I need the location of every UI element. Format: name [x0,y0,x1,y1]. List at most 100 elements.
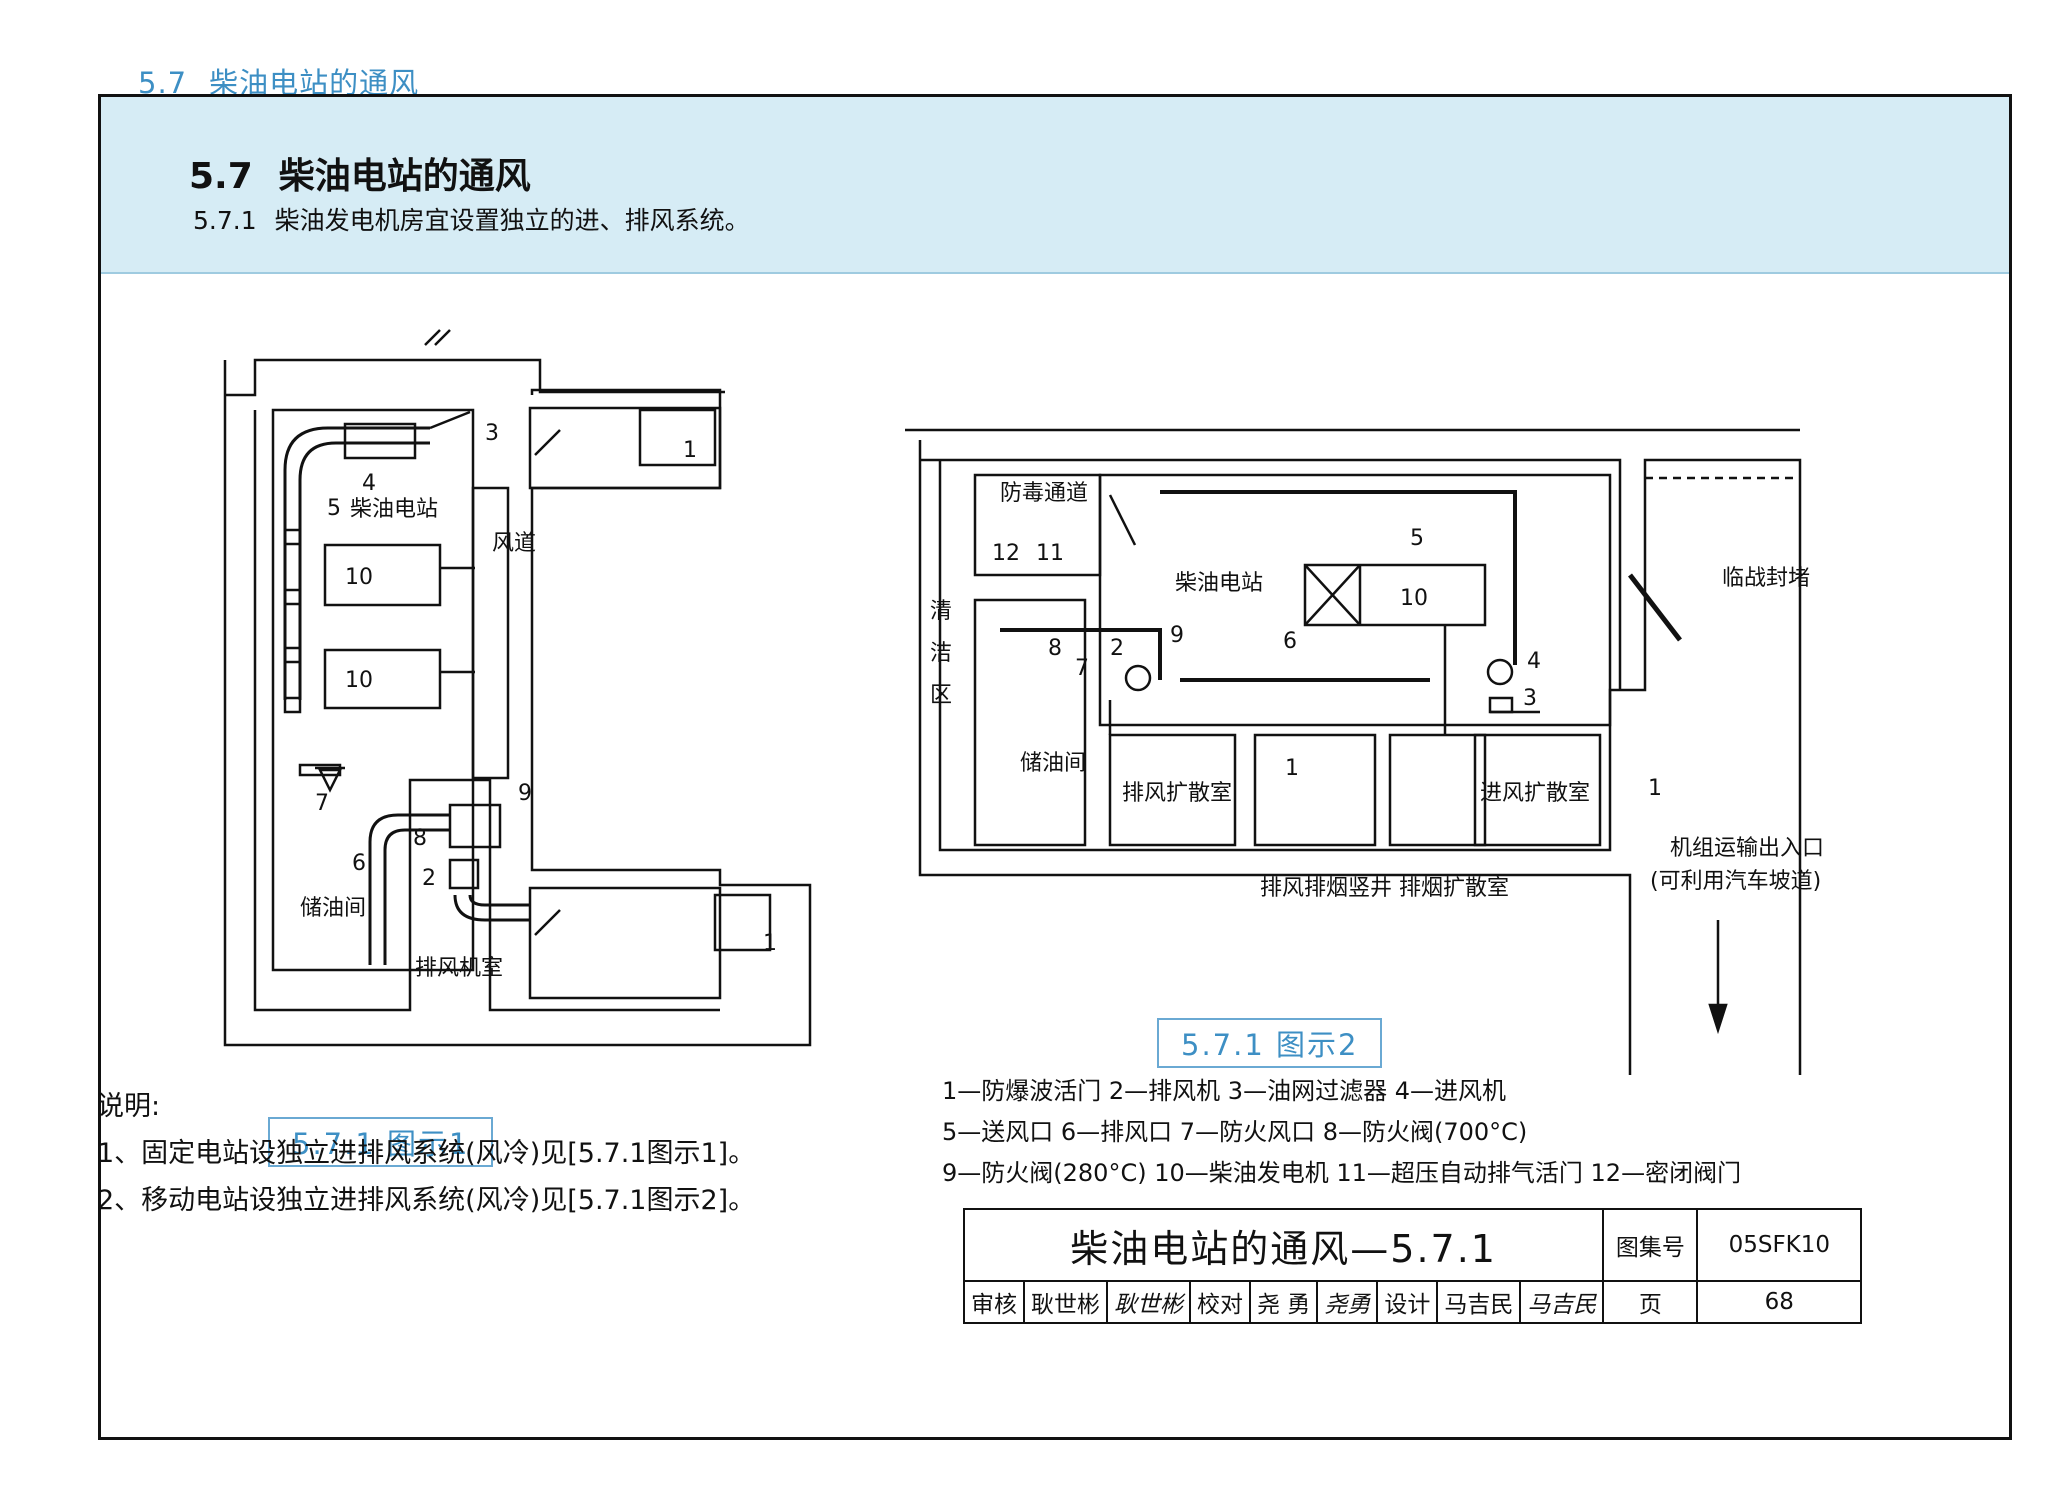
door-1a [534,429,561,456]
fig2-label: 6 [1283,629,1297,654]
section-title-text: 柴油电站的通风 [278,156,531,197]
fig1-label: 10 [345,565,373,590]
note-item: 1、固定电站设独立进排风系统(风冷)见[5.7.1图示1]。 [97,1138,756,1169]
clause-number: 5.7.1 [193,206,257,235]
fig1-label: 4 [362,471,376,496]
gen-a [323,543,442,607]
oil-room [973,598,1087,847]
fig2-wall [918,440,1632,1075]
fan-4 [1486,658,1514,686]
atlas-number: 05SFK10 [1696,1208,1863,1282]
fig2-label: 储油间 [1020,751,1086,776]
blast-valve-b [713,893,772,952]
fig1-label: 5 [327,496,341,521]
fig2-label: 清 [930,599,952,624]
note-item: 2、移动电站设独立进排风系统(风冷)见[5.7.1图示2]。 [97,1185,756,1216]
station-room [1098,473,1612,727]
atlas-label: 图集号 [1602,1208,1699,1282]
fig2-label: (可利用汽车坡道) [1650,869,1821,894]
fig2-wall [938,458,1802,1075]
fan-2 [448,858,480,890]
fig1-label: 7 [315,791,329,816]
fig1-label: 柴油电站 [350,497,438,522]
title-block: 柴油电站的通风—5.7.1 图集号 05SFK10 审核 耿世彬 耿世彬 校对 … [962,1208,1863,1324]
fig1-label: 2 [422,866,436,891]
design-label: 设计 [1376,1280,1439,1324]
figure1-caption: 5.7.1 图示1 [268,1117,494,1167]
fig1-line [298,763,342,777]
fig2-label: 1 [1648,776,1662,801]
fig1-wall [253,410,720,1012]
notes: 说明: 1、固定电站设独立进排风系统(风冷)见[5.7.1图示1]。 2、移动电… [97,1083,755,1224]
check-label: 校对 [1189,1280,1251,1324]
fig2-label: 10 [1400,586,1428,611]
fig2-line [1304,564,1361,626]
door-1b [534,909,561,936]
checker-signature: 尧勇 [1316,1280,1379,1324]
outlet [283,588,302,606]
exhaust-chamber [448,803,502,849]
fig2-label: 临战封堵 [1722,566,1810,591]
fig1-wall [225,358,725,397]
fig1-label: 9 [518,781,532,806]
exhaust-duct [368,813,450,965]
door [1108,494,1137,546]
legend-line: 9—防火阀(280°C) 10—柴油发电机 11—超压自动排气活门 12—密闭阀… [942,1159,1742,1187]
fig1-line [424,329,441,346]
fig1-label: 储油间 [300,896,366,921]
supply-duct [1160,490,1517,665]
exhaust-duct [453,894,530,922]
review-label: 审核 [963,1280,1025,1324]
exhaust-diffuser [1108,733,1237,847]
reviewer-signature: 耿世彬 [1106,1280,1191,1324]
designer-signature: 马吉民 [1519,1280,1605,1324]
supply-duct-fan [343,422,417,460]
title-block-title: 柴油电站的通风—5.7.1 [962,1208,1605,1282]
door [1628,573,1682,642]
clause-text: 5.7.1 柴油发电机房宜设置独立的进、排风系统。 [193,201,750,237]
fig1-wall [223,360,812,1047]
legend-line: 5—送风口 6—排风口 7—防火风口 8—防火阀(700°C) [942,1118,1528,1146]
fig2-label: 8 [1048,636,1062,661]
fig2-wall [920,458,1622,690]
fig2-label: 3 [1523,686,1537,711]
fig1-label: 1 [763,931,777,956]
exhaust-duct [468,894,530,907]
notes-heading: 说明: [97,1091,161,1122]
filter-3 [1488,696,1514,714]
fig2-label: 1 [1285,756,1299,781]
page-label: 页 [1602,1280,1699,1324]
fig1-room [528,406,722,490]
clause-body: 柴油发电机房宜设置独立的进、排风系统。 [274,206,750,235]
fig1-label: 8 [413,826,427,851]
fig1-room [528,886,722,1000]
checker: 尧 勇 [1248,1280,1319,1324]
outlet [283,696,302,714]
fig2-label: 9 [1170,623,1184,648]
fig2-label: 7 [1075,656,1089,681]
exhaust-duct [1000,628,1162,680]
fig1-label: 3 [485,421,499,446]
arrow-head [1708,1003,1728,1035]
fig2-label: 洁 [930,641,952,666]
designer: 马吉民 [1436,1280,1522,1324]
fig2-label: 5 [1410,526,1424,551]
fig2-label: 区 [930,683,952,708]
figure2-caption: 5.7.1 图示2 [1157,1018,1383,1068]
fig1-label: 排风机室 [415,956,503,981]
fig2-label: 4 [1527,649,1541,674]
fig2-label: 12 [992,541,1020,566]
legend-line: 1—防爆波活门 2—排风机 3—油网过滤器 4—进风机 [942,1077,1506,1105]
damper-7 [317,768,343,793]
shaft-b [1388,733,1487,847]
fig1-label: 6 [352,851,366,876]
supply-duct [298,441,430,700]
fig1-label: 1 [683,438,697,463]
fig2-label: 2 [1110,636,1124,661]
fig2-label: 进风扩散室 [1480,781,1590,806]
fig2-label: 柴油电站 [1175,571,1263,596]
